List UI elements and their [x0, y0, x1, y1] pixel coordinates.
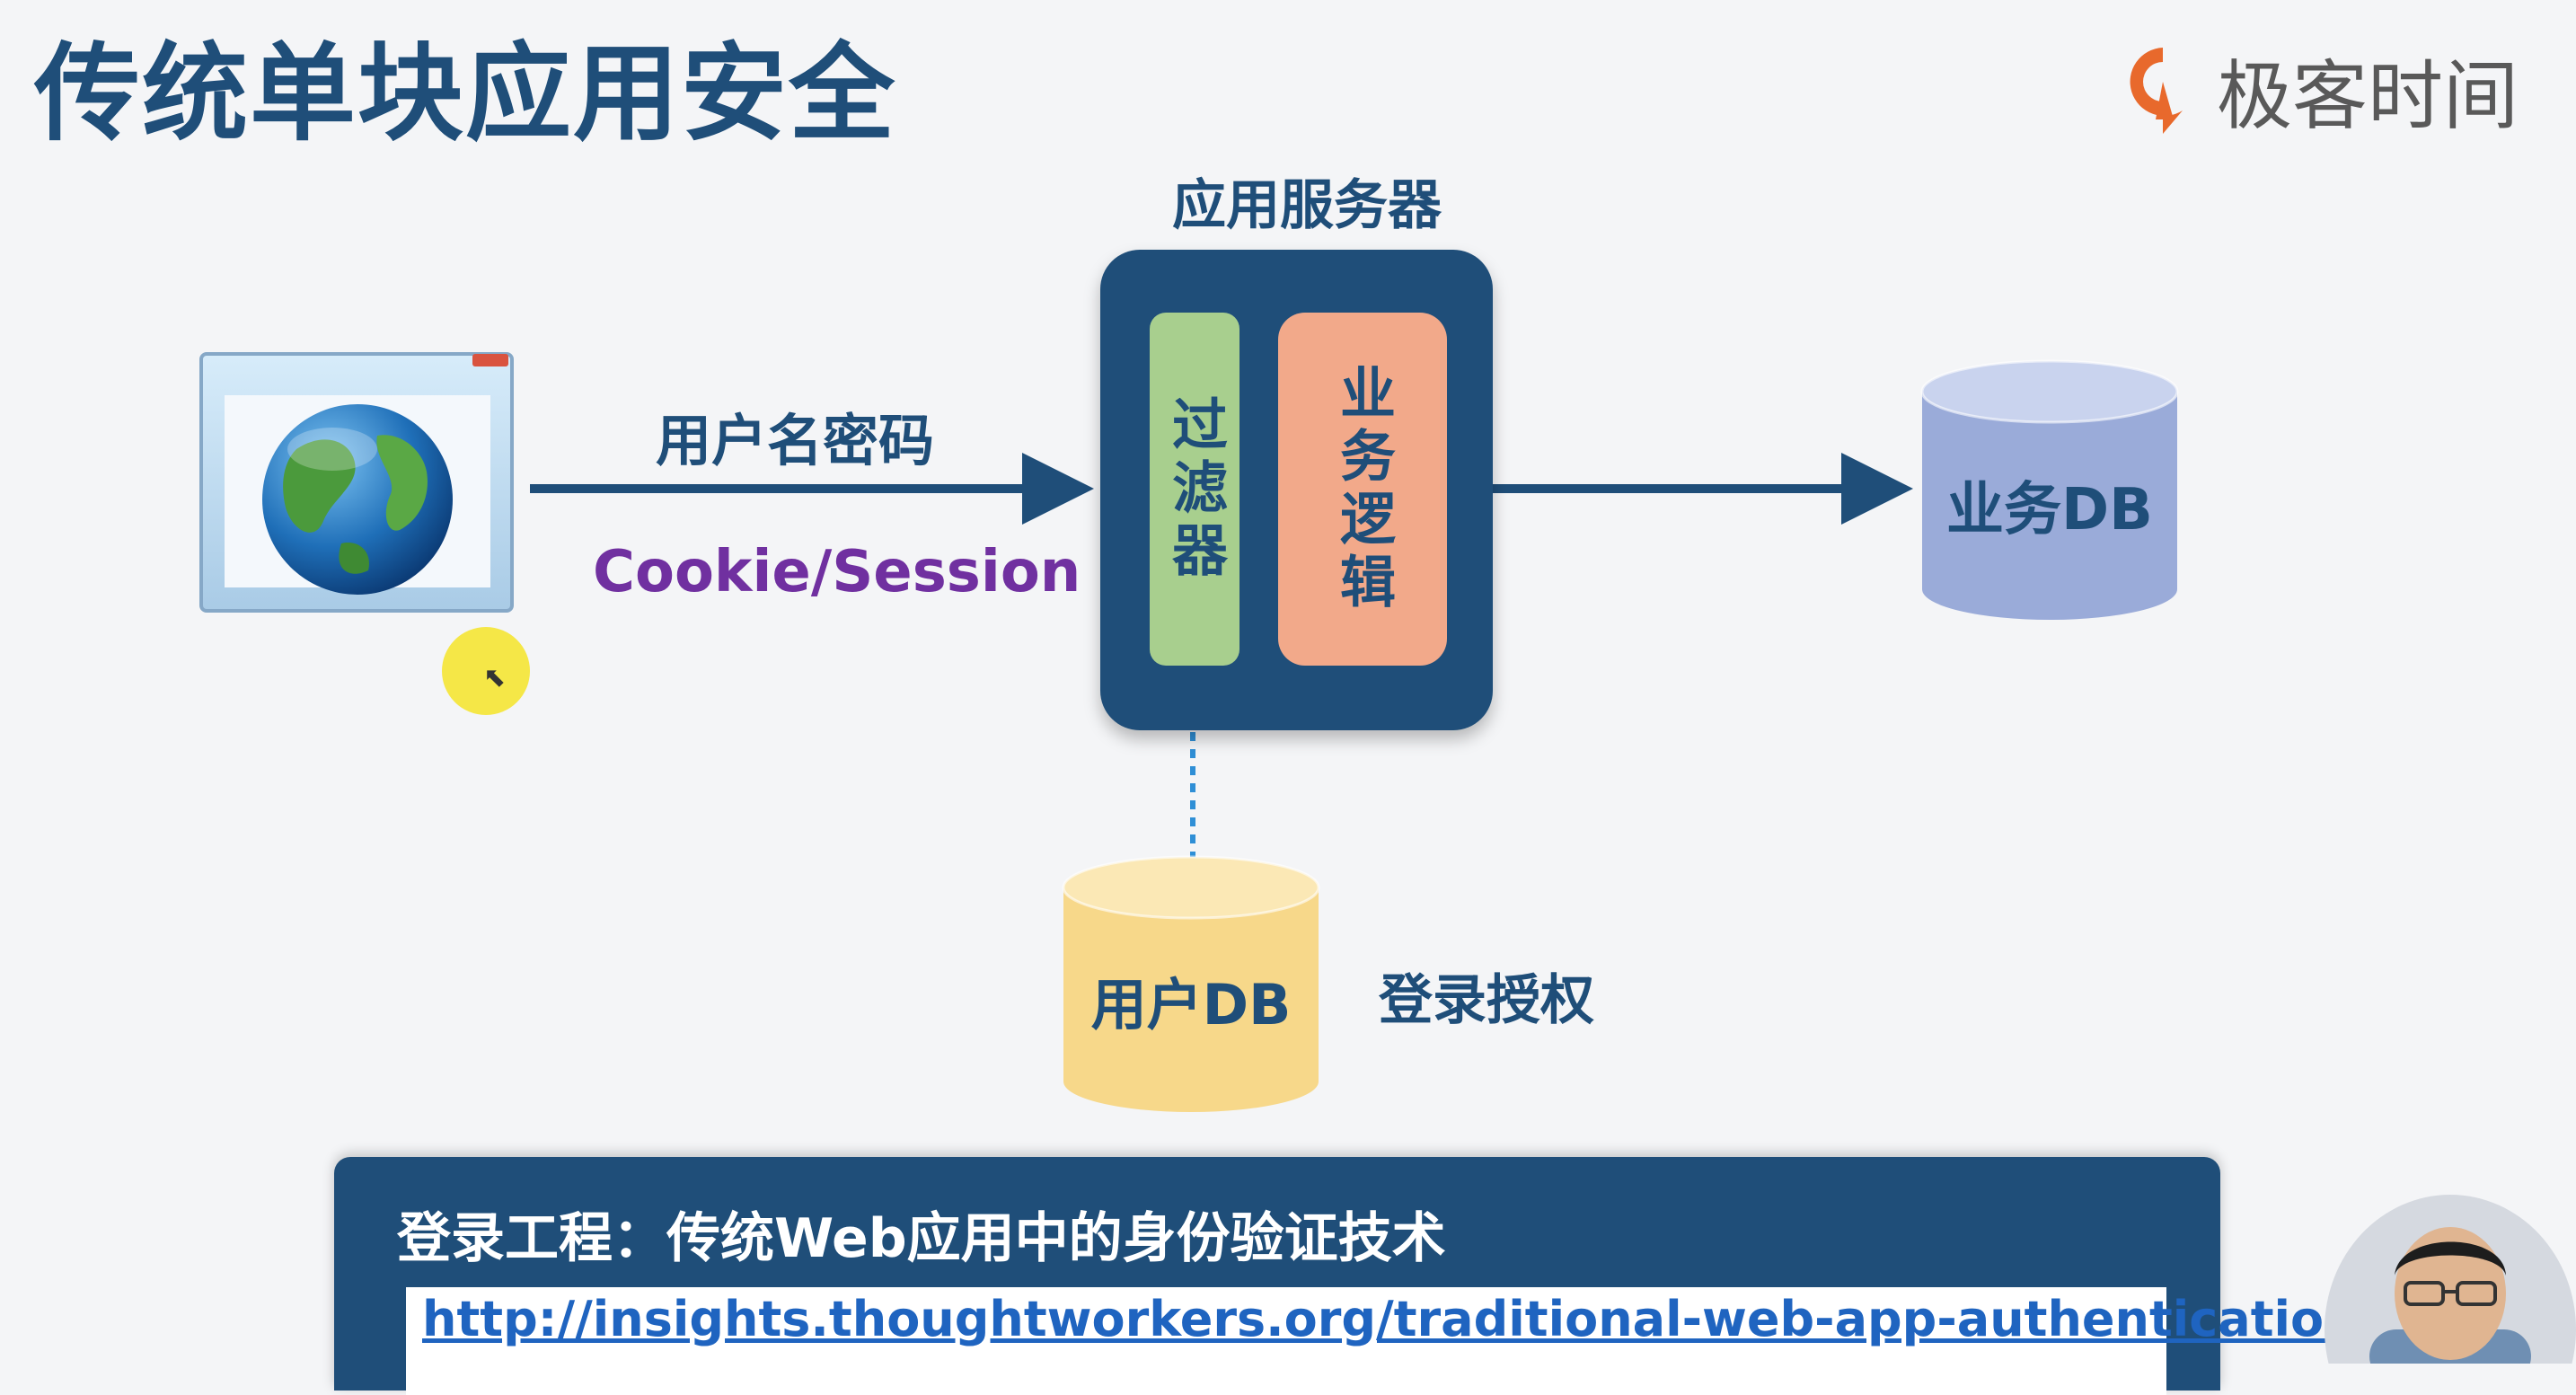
business-db-cylinder: 业务DB — [1917, 358, 2183, 623]
user-db-cylinder: 用户DB — [1058, 852, 1324, 1117]
reference-panel: 登录工程：传统Web应用中的身份验证技术 http://insights.tho… — [334, 1157, 2376, 1395]
database-icon — [1920, 359, 2179, 620]
reference-title: 登录工程：传统Web应用中的身份验证技术 — [397, 1207, 1446, 1270]
business-logic-label: 业务逻辑 — [1330, 363, 1396, 615]
browser-globe-icon — [199, 352, 514, 613]
brand-logo: 极客时间 — [2120, 36, 2519, 144]
presenter-video-thumbnail — [2325, 1195, 2576, 1364]
page-title: 传统单块应用安全 — [34, 31, 897, 155]
credentials-label: 用户名密码 — [656, 408, 935, 473]
reference-link[interactable]: http://insights.thoughtworkers.org/tradi… — [422, 1291, 2377, 1347]
mouse-cursor-icon: ⬉ — [483, 662, 507, 693]
brand-name: 极客时间 — [2217, 51, 2519, 140]
reference-link-box: http://insights.thoughtworkers.org/tradi… — [406, 1287, 2376, 1395]
filter-box: 过滤器 — [1150, 313, 1239, 666]
geektime-logo-icon — [2130, 48, 2183, 134]
database-icon — [1062, 855, 1320, 1112]
user-db-label: 用户DB — [1090, 972, 1292, 1037]
cursor-highlight — [442, 627, 530, 715]
login-auth-label: 登录授权 — [1379, 969, 1594, 1032]
filter-label: 过滤器 — [1162, 394, 1228, 584]
business-logic-box: 业务逻辑 — [1278, 313, 1447, 666]
cookie-session-label: Cookie/Session — [593, 539, 1081, 605]
server-title: 应用服务器 — [1172, 174, 1442, 237]
business-db-label: 业务DB — [1946, 477, 2153, 543]
